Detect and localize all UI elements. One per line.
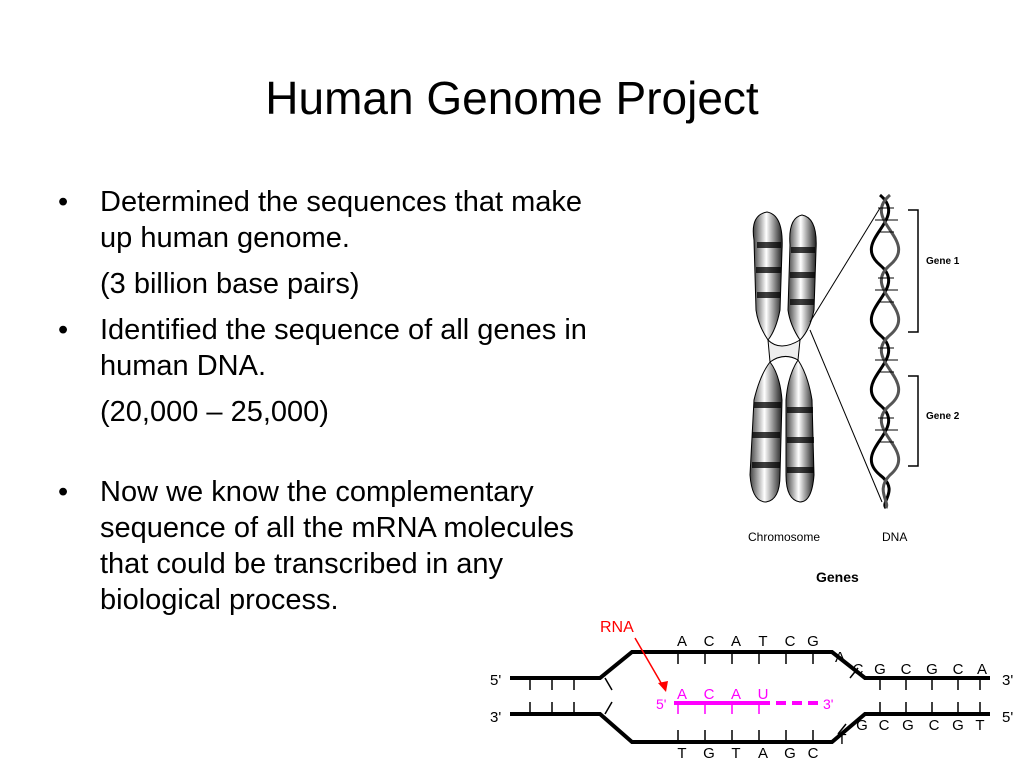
base-letter: G (807, 633, 819, 650)
base-letter: G (874, 661, 886, 678)
gene1-label: Gene 1 (926, 256, 960, 267)
genes-caption: Genes (816, 569, 859, 585)
base-letter: C (901, 661, 912, 678)
zoom-line (809, 207, 881, 323)
bullet-subtext: (3 billion base pairs) (100, 268, 360, 300)
base-letter: U (758, 686, 769, 703)
base-letter: C (853, 661, 864, 678)
base-letter: T (837, 731, 846, 748)
base-letter: G (703, 745, 715, 762)
base-letter: G (902, 717, 914, 734)
dna-label: DNA (882, 530, 907, 544)
base-letter: G (856, 717, 868, 734)
base-letter: A (835, 649, 845, 666)
bullet-text: Identified the sequence of all genes in … (100, 314, 587, 382)
base-letter: G (784, 745, 796, 762)
base-letter: C (808, 745, 819, 762)
base-letter: C (929, 717, 940, 734)
gene2-label: Gene 2 (926, 411, 960, 422)
base-letter: A (758, 745, 768, 762)
strand-end-top-left: 5' (490, 672, 501, 689)
bullet-item: • Determined the sequences that make up … (58, 184, 618, 256)
rna-label: RNA (600, 619, 634, 636)
bullet-item: • Identified the sequence of all genes i… (58, 312, 618, 384)
gene2-bracket (908, 375, 919, 467)
base-letter: T (975, 717, 984, 734)
zoom-line (809, 329, 883, 503)
base-letter: C (785, 633, 796, 650)
bullet-dot: • (58, 476, 69, 508)
bullet-item: • Now we know the complementary sequence… (58, 474, 620, 618)
dna-helix (870, 193, 900, 510)
base-letter: A (977, 661, 987, 678)
transcription-figure: RNA 5' 3' 3' 5' 5' 3' A C A T C G A C G … (490, 619, 1013, 762)
strand-end-bottom-left: 3' (490, 709, 501, 726)
base-letter: C (704, 686, 715, 703)
bullet-subtext: (20,000 – 25,000) (100, 396, 329, 428)
rna-end-3: 3' (823, 696, 833, 712)
base-letter: A (731, 686, 741, 703)
strand-end-top-right: 3' (1002, 672, 1013, 689)
slide-title: Human Genome Project (265, 72, 759, 124)
rna-end-5: 5' (656, 696, 666, 712)
base-letter: A (677, 633, 687, 650)
bullet-dot: • (58, 186, 69, 218)
bullet-list: • Determined the sequences that make up … (58, 184, 618, 618)
gene1-bracket (908, 209, 919, 333)
base-letter: T (731, 745, 740, 762)
base-letter: C (953, 661, 964, 678)
base-letter: C (704, 633, 715, 650)
base-letter: A (677, 686, 687, 703)
base-letter: C (879, 717, 890, 734)
dna-strands (510, 650, 990, 744)
chromosome-drawing (749, 211, 817, 503)
chromosome-label: Chromosome (748, 530, 820, 544)
base-letter: T (758, 633, 767, 650)
base-letter: A (731, 633, 741, 650)
rna-pointer-arrow (634, 637, 665, 689)
bullet-text: Determined the sequences that make up hu… (100, 186, 582, 254)
genes-figure: Gene 1 Gene 2 Chromosome DNA Genes (748, 193, 960, 585)
base-letter: T (677, 745, 686, 762)
bullet-dot: • (58, 314, 69, 346)
strand-end-bottom-right: 5' (1002, 709, 1013, 726)
base-letter: G (926, 661, 938, 678)
base-letter: G (952, 717, 964, 734)
bullet-text: Now we know the complementary sequence o… (100, 476, 574, 616)
base-ticks (529, 652, 981, 742)
